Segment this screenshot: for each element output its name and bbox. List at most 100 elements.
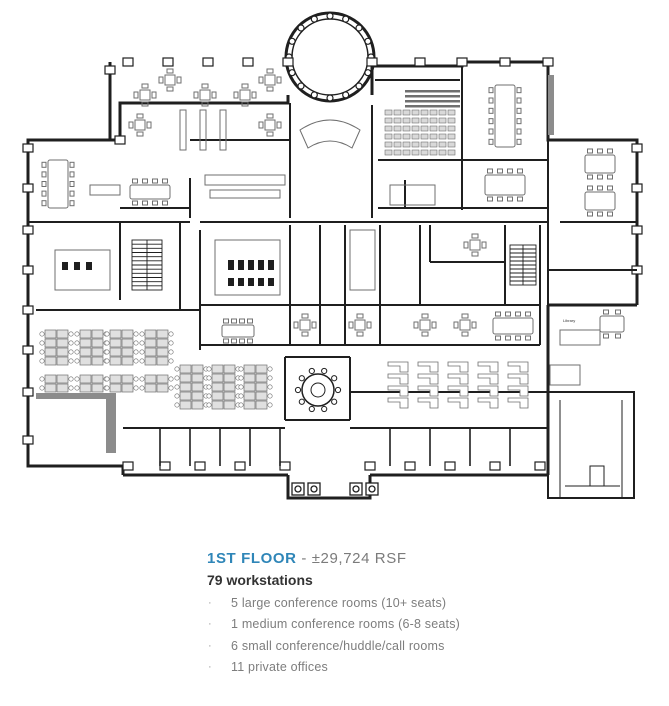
l-desk (507, 361, 529, 373)
counter (405, 90, 460, 93)
rotunda-column (310, 91, 318, 99)
chair (293, 321, 299, 329)
desk (211, 400, 224, 410)
chair (201, 83, 209, 89)
desk (255, 400, 268, 410)
column-pier (282, 57, 294, 67)
toilet (238, 260, 244, 270)
seat (384, 149, 393, 156)
chair (421, 313, 429, 319)
chair (241, 83, 249, 89)
chair (68, 358, 74, 364)
entrance-doors (291, 482, 379, 496)
chair (515, 311, 521, 317)
seat (393, 149, 402, 156)
table (264, 74, 276, 86)
chair (74, 358, 80, 364)
chair (597, 185, 603, 191)
fixture (62, 262, 68, 270)
desk (191, 400, 204, 410)
seat (429, 133, 438, 140)
chair (39, 349, 45, 355)
chair (471, 233, 479, 239)
l-desk (387, 373, 409, 385)
desk (44, 347, 57, 357)
seat (438, 109, 447, 116)
chair (133, 340, 139, 346)
lounge-set (348, 313, 372, 337)
chair (132, 200, 138, 206)
chair (162, 200, 168, 206)
chair (139, 376, 145, 382)
chair (431, 321, 437, 329)
chair (206, 393, 212, 399)
chair (74, 385, 80, 391)
desk (56, 383, 69, 393)
column-pier (489, 461, 501, 471)
chair (39, 340, 45, 346)
chair (471, 321, 477, 329)
chair (461, 313, 469, 319)
chair (266, 131, 274, 137)
feature-list: ·5 large conference rooms (10+ seats) ·1… (207, 593, 647, 678)
stair-flight (509, 244, 537, 286)
chair (69, 200, 75, 207)
column-pier (279, 461, 291, 471)
column-pier (22, 183, 34, 193)
rotunda-column (355, 24, 363, 32)
chair (597, 174, 603, 180)
chair (74, 340, 80, 346)
seat (384, 117, 393, 124)
desk (549, 364, 581, 386)
chair (308, 405, 315, 413)
desk (223, 364, 236, 374)
table (199, 89, 211, 101)
chair (471, 251, 479, 257)
table (419, 319, 431, 331)
counter (405, 105, 460, 108)
desk (109, 374, 122, 384)
chair (615, 309, 621, 315)
counter (405, 95, 460, 98)
seat (411, 125, 420, 132)
desk (44, 383, 57, 393)
desk (156, 383, 169, 393)
column-pier (122, 461, 134, 471)
seat (429, 141, 438, 148)
counter (405, 100, 460, 103)
seat (429, 117, 438, 124)
chair (74, 376, 80, 382)
chair (162, 178, 168, 184)
l-desk (387, 361, 409, 373)
lounge-set (128, 113, 152, 137)
seat (438, 149, 447, 156)
seat (429, 149, 438, 156)
desk (211, 382, 224, 392)
desk (223, 382, 236, 392)
lounge-set (293, 313, 317, 337)
chair (174, 393, 180, 399)
seat (393, 117, 402, 124)
feature-text: 11 private offices (231, 659, 328, 674)
conference-table (41, 159, 75, 209)
column-pier (202, 57, 214, 67)
chair (603, 333, 609, 339)
sink (258, 278, 264, 286)
chair (276, 76, 282, 84)
long-bench (199, 109, 207, 151)
door-knob (368, 485, 376, 493)
desk (144, 383, 157, 393)
desk (121, 374, 134, 384)
desk (179, 373, 192, 383)
chair (413, 321, 419, 329)
chair (174, 366, 180, 372)
desk (56, 356, 69, 366)
seat (402, 109, 411, 116)
lounge-set (413, 313, 437, 337)
chair (615, 333, 621, 339)
chair (267, 384, 273, 390)
column-pier (22, 143, 34, 153)
sink (238, 278, 244, 286)
desk (79, 374, 92, 384)
rotunda-column (288, 37, 296, 45)
